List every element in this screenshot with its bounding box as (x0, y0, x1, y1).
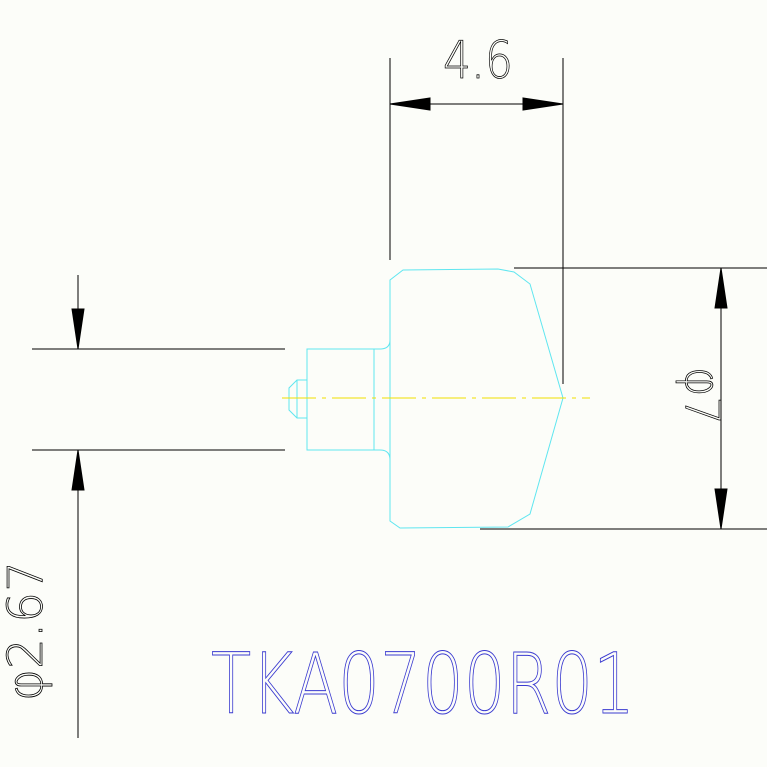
part-head-outline (306, 268, 564, 529)
part-pin-tip (288, 379, 307, 419)
diameter-small-arrow-bottom (71, 449, 85, 491)
diameter-small-arrow-top (71, 308, 85, 350)
diameter-large-arrow-bottom (714, 488, 728, 530)
diameter-large-arrow-top (714, 267, 728, 309)
dimension-width-label: 4.6 (443, 31, 513, 91)
width-arrow-right (522, 97, 564, 111)
part-number-label: TKA0700R01 (211, 635, 635, 733)
dimension-diameter-small (32, 275, 285, 738)
dimension-diameter-large-label: φ7 (674, 367, 730, 425)
dimension-diameter-small-label: φ2.67 (0, 561, 54, 701)
dimension-width (389, 58, 564, 384)
width-arrow-left (389, 97, 431, 111)
part-outline (288, 268, 564, 529)
dimension-diameter-large (480, 267, 767, 530)
